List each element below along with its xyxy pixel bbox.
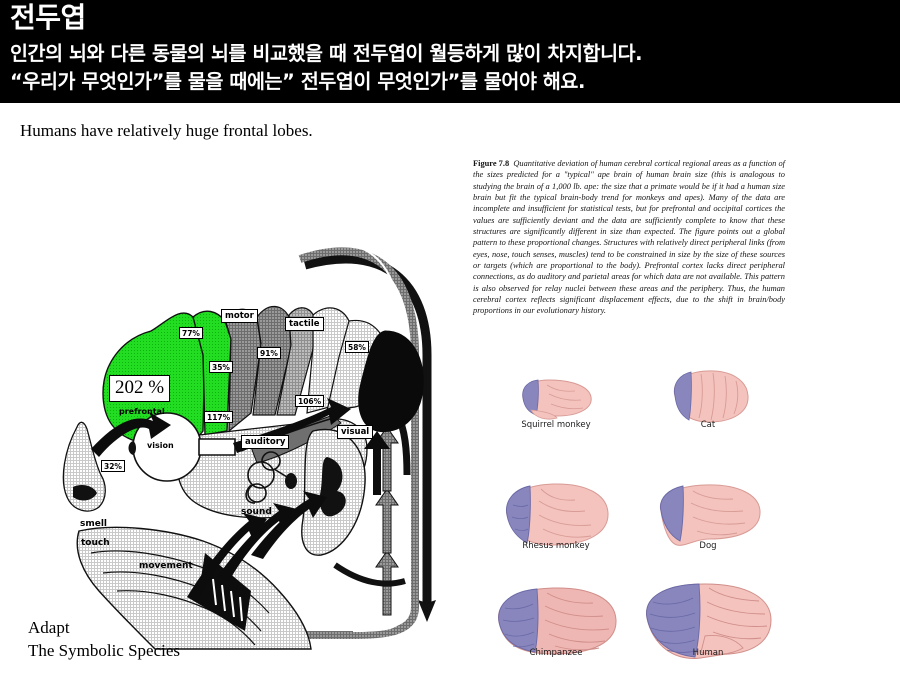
- header-band: 전두엽 인간의 뇌와 다른 동물의 뇌를 비교했을 때 전두엽이 월등하게 많이…: [0, 0, 900, 103]
- auditory-region-label: auditory: [241, 435, 290, 449]
- vision-label: vision: [147, 441, 174, 450]
- species-label-squirrel-monkey: Squirrel monkey: [521, 420, 591, 430]
- figure-panel: Figure 7.8 Quantitative deviation of hum…: [473, 158, 785, 668]
- visual-region-label: visual: [337, 425, 374, 439]
- smell-label: smell: [80, 519, 108, 529]
- source-credit: Adapt The Symbolic Species: [28, 616, 180, 662]
- tactile-percentage: 91%: [257, 347, 281, 359]
- species-brain-grid: Squirrel monkey Cat: [481, 358, 781, 666]
- dog-brain-art: [659, 484, 761, 546]
- species-cell-squirrel-monkey: Squirrel monkey: [481, 358, 631, 461]
- species-cell-human: Human: [633, 578, 783, 666]
- prefrontal-label: prefrontal: [119, 407, 165, 416]
- parietal-percentage: 106%: [295, 395, 325, 407]
- species-cell-rhesus-monkey: Rhesus monkey: [481, 471, 631, 574]
- squirrel-monkey-brain-art: [522, 379, 592, 420]
- human-brain-art: [646, 583, 772, 659]
- movement-label: movement: [139, 561, 193, 571]
- species-label-cat: Cat: [700, 420, 716, 430]
- header-subtitle-line-2: “우리가 무엇인가”를 물을 때에는” 전두엽이 무엇인가”를 물어야 해요.: [10, 70, 585, 93]
- source-credit-line-2: The Symbolic Species: [28, 641, 181, 660]
- species-label-dog: Dog: [699, 541, 717, 551]
- species-cell-dog: Dog: [633, 471, 783, 574]
- premotor-percentage: 77%: [179, 327, 203, 339]
- motor-region-label: motor: [221, 309, 258, 323]
- figure-caption-text: Quantitative deviation of human cerebral…: [473, 159, 785, 316]
- page-title: 전두엽: [10, 1, 86, 34]
- sound-label: sound: [241, 507, 272, 517]
- species-cell-cat: Cat: [633, 358, 783, 461]
- auditory-percentage: 117%: [204, 411, 234, 423]
- figure-number: Figure 7.8: [473, 159, 510, 168]
- prefrontal-percentage: 202 %: [109, 375, 171, 402]
- tactile-region-label: tactile: [285, 317, 324, 331]
- species-label-rhesus-monkey: Rhesus monkey: [522, 541, 590, 551]
- species-label-chimpanzee: Chimpanzee: [529, 648, 583, 658]
- motor-percentage: 35%: [209, 361, 233, 373]
- chimpanzee-brain-art: [498, 587, 617, 655]
- olfactory-percentage: 32%: [101, 460, 125, 472]
- header-subtitle-line-1: 인간의 뇌와 다른 동물의 뇌를 비교했을 때 전두엽이 월등하게 많이 차지합…: [10, 42, 643, 65]
- rhesus-monkey-brain-art: [505, 483, 609, 546]
- visual-percentage: 58%: [345, 341, 369, 353]
- species-label-human: Human: [692, 648, 724, 658]
- body-subtitle: Humans have relatively huge frontal lobe…: [20, 121, 313, 140]
- species-cell-chimpanzee: Chimpanzee: [481, 578, 631, 666]
- brain-sensory-diagram: 202 % prefrontal 77% 35% 91% 58% 106% 11…: [55, 235, 455, 650]
- cat-brain-art: [673, 370, 749, 423]
- source-credit-line-1: Adapt: [28, 618, 70, 637]
- figure-caption: Figure 7.8 Quantitative deviation of hum…: [473, 158, 785, 317]
- touch-label: touch: [81, 538, 110, 548]
